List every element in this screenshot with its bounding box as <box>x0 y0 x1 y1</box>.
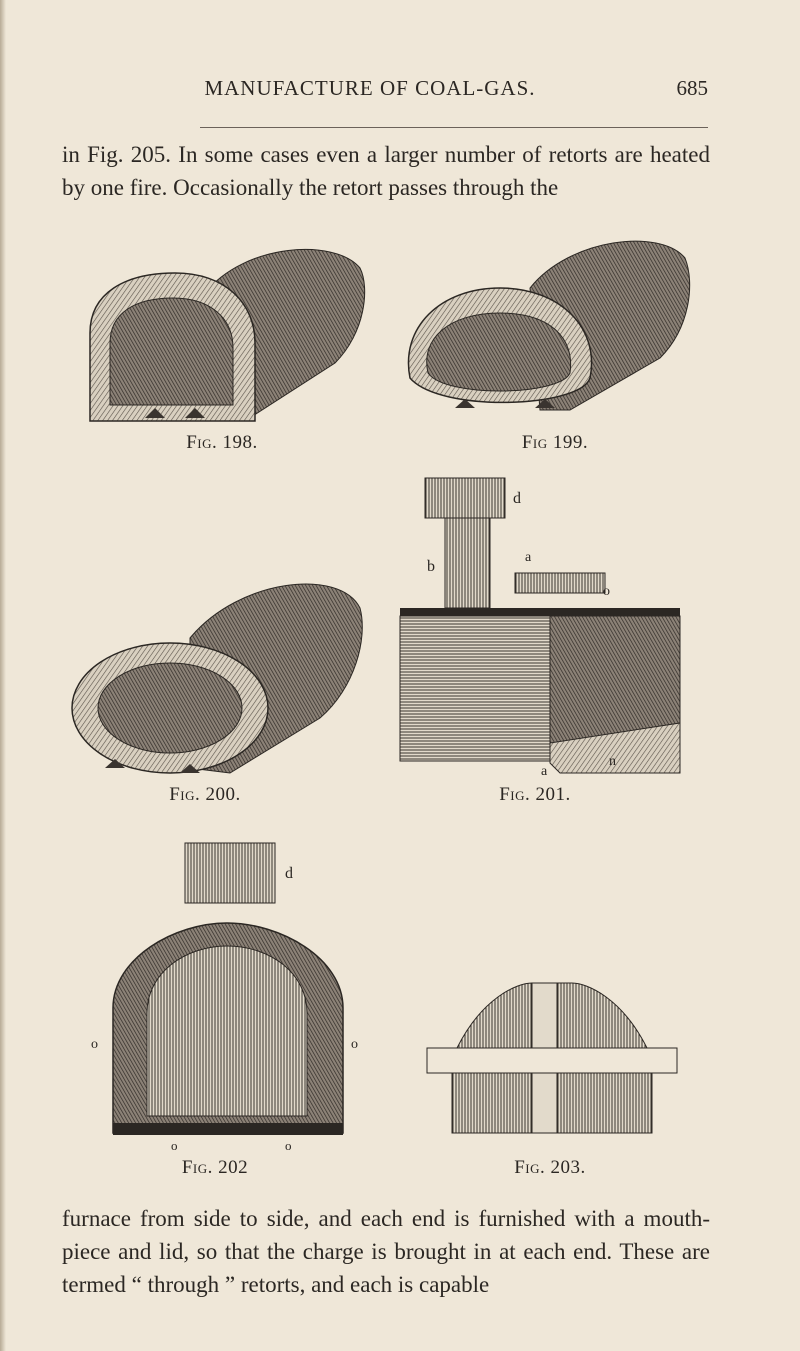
retort-198-illustration <box>89 249 366 422</box>
section-203-illustration <box>426 982 678 1134</box>
retort-199-illustration <box>407 240 691 411</box>
page-number: 685 <box>676 76 709 100</box>
paragraph-top: in Fig. 205. In some cases even a larger… <box>62 142 710 200</box>
figure-200 <box>70 568 365 778</box>
label-o: o <box>603 584 610 599</box>
figure-198 <box>85 243 375 423</box>
label-d: d <box>513 490 521 507</box>
page-header: MANUFACTURE OF COAL-GAS. 685 <box>0 76 800 110</box>
caption-fig-202: Fig. 202 <box>181 1157 249 1178</box>
retort-200-illustration <box>71 583 363 774</box>
figure-201: d b a o n a <box>395 473 685 783</box>
running-title: MANUFACTURE OF COAL-GAS. <box>204 76 536 100</box>
header-rule <box>200 127 708 128</box>
label-n: n <box>609 754 616 769</box>
label-a-bottom: a <box>541 764 548 779</box>
figure-202: d o o o o <box>85 838 370 1153</box>
section-202-illustration: d o o o o <box>91 842 358 1153</box>
figure-199 <box>400 228 695 413</box>
label-o-left: o <box>91 1037 98 1052</box>
caption-fig-198: Fig. 198. <box>186 432 258 453</box>
section-201-illustration: d b a o n a <box>399 477 681 779</box>
label-d: d <box>285 865 293 882</box>
label-b: b <box>427 558 435 575</box>
caption-fig-200: Fig. 200. <box>169 784 241 805</box>
label-o-bottom-right: o <box>285 1138 292 1153</box>
figure-203 <box>422 978 682 1138</box>
label-a-top: a <box>525 550 532 565</box>
caption-fig-199: Fig 199. <box>521 432 589 453</box>
paragraph-bottom: furnace from side to side, and each end … <box>62 1206 710 1297</box>
label-o-right: o <box>351 1037 358 1052</box>
page-edge-shadow <box>0 0 6 1351</box>
caption-fig-201: Fig. 201. <box>499 784 571 805</box>
caption-fig-203: Fig. 203. <box>514 1157 586 1178</box>
label-o-bottom-left: o <box>171 1138 178 1153</box>
